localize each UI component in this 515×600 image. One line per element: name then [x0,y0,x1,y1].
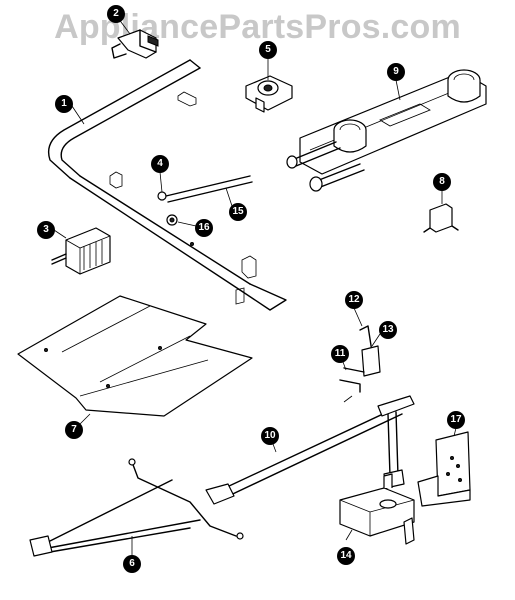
callout-12: 12 [345,291,363,309]
part-17-mounting-bracket [417,427,471,507]
callout-7: 7 [65,421,83,439]
callout-15: 15 [229,203,247,221]
part-4-electrode [157,171,167,201]
callout-10: 10 [261,427,279,445]
callout-5: 5 [259,41,277,59]
part-5-orifice-holder [245,58,293,113]
callout-6: 6 [123,555,141,573]
part-14-safety-valve [339,473,415,545]
callout-8: 8 [433,173,451,191]
callout-17: 17 [447,411,465,429]
callout-3: 3 [37,221,55,239]
callout-2: 2 [107,5,125,23]
part-2-bracket [111,17,159,59]
part-8-bracket [423,188,459,233]
part-16-fitting [166,214,197,227]
callout-1: 1 [55,95,73,113]
part-10-gas-tube [205,395,415,505]
callout-4: 4 [151,155,169,173]
part-1-manifold [47,59,287,311]
part-6-wire-harness [29,458,244,557]
part-9-burner-assembly [286,69,487,192]
callout-11: 11 [331,345,349,363]
callout-9: 9 [387,63,405,81]
callout-13: 13 [379,321,397,339]
callout-14: 14 [337,547,355,565]
part-7-burner-box [17,295,253,425]
part-11-12-13-ignition-parts [339,307,381,403]
callout-16: 16 [195,219,213,237]
part-15-tube [165,175,253,207]
part-3-burner-valve [51,227,111,275]
